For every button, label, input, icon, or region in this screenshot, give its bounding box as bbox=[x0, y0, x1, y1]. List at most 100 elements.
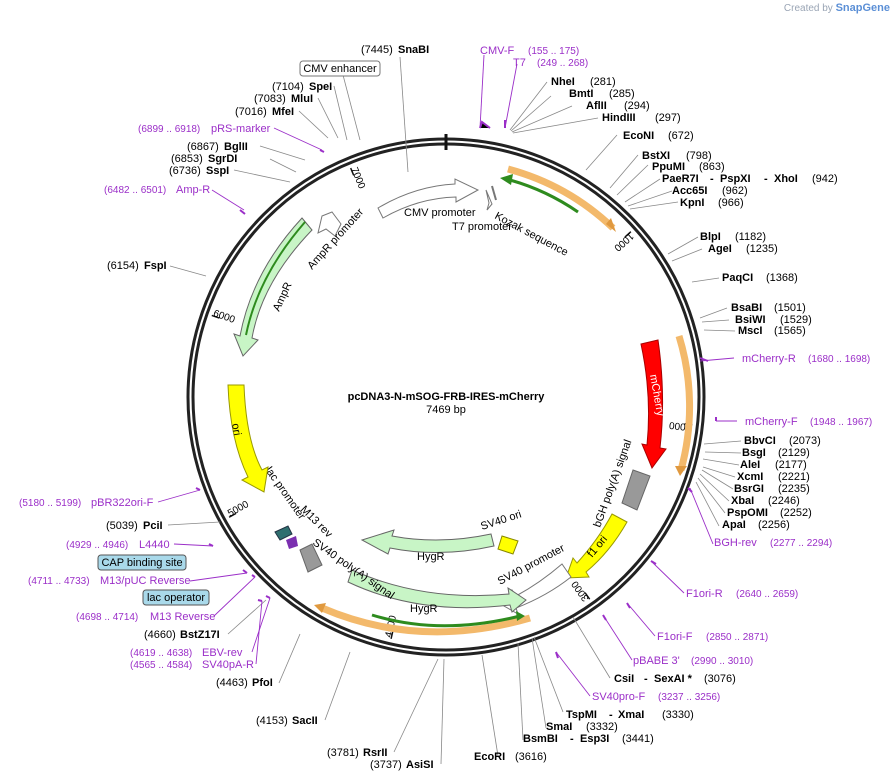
enzyme-xbai[interactable]: XbaI bbox=[731, 495, 754, 507]
primer-l4440[interactable]: L4440 bbox=[139, 539, 170, 551]
enzyme-bsiwi[interactable]: BsiWI bbox=[735, 314, 766, 326]
ampr-label: AmpR bbox=[271, 280, 295, 313]
enzyme-bsmbi[interactable]: BsmBI bbox=[523, 733, 558, 745]
enzyme-pspomi[interactable]: PspOMI bbox=[727, 507, 768, 519]
enzyme-pfoi[interactable]: PfoI bbox=[252, 677, 273, 689]
enzyme-asisi[interactable]: AsiSI bbox=[406, 759, 434, 771]
enzyme-pos-bsrgi: (2235) bbox=[778, 483, 810, 495]
enzyme-apai[interactable]: ApaI bbox=[722, 519, 746, 531]
enzyme-xmai[interactable]: XmaI bbox=[618, 709, 644, 721]
orange-arrow-right bbox=[675, 334, 694, 471]
enzyme-blpi[interactable]: BlpI bbox=[700, 231, 721, 243]
enzyme-pspxi[interactable]: PspXI bbox=[720, 173, 751, 185]
lac-promoter-label: lac promoter bbox=[263, 465, 308, 522]
sv40-ori-box[interactable] bbox=[497, 535, 519, 555]
enzyme-kpni[interactable]: KpnI bbox=[680, 197, 704, 209]
primer-pbabe-3[interactable]: pBABE 3' bbox=[633, 655, 680, 667]
enzyme-sgrdi[interactable]: SgrDI bbox=[208, 153, 237, 165]
f1-ori-arrow[interactable] bbox=[565, 513, 628, 579]
hygr-inner-arrow[interactable] bbox=[360, 529, 495, 555]
plasmid-name: pcDNA3-N-mSOG-FRB-IRES-mCherry bbox=[348, 391, 546, 403]
primer-cmv-f[interactable]: CMV-F bbox=[480, 45, 515, 57]
enzyme-rsrii[interactable]: RsrII bbox=[363, 747, 387, 759]
primer-pos-m13puc-reverse: (4711 .. 4733) bbox=[28, 576, 90, 587]
enzyme-xhoi[interactable]: XhoI bbox=[774, 173, 798, 185]
primer-bgh-rev[interactable]: BGH-rev bbox=[714, 537, 757, 549]
enzyme-esp3i[interactable]: Esp3I bbox=[580, 733, 609, 745]
enzyme-acc65i[interactable]: Acc65I bbox=[672, 185, 707, 197]
enzyme-bbvci[interactable]: BbvCI bbox=[744, 435, 776, 447]
primer-sv40pa-r[interactable]: SV40pA-R bbox=[202, 659, 254, 671]
enzyme-ecori[interactable]: EcoRI bbox=[474, 751, 505, 763]
m13-rev-marker[interactable] bbox=[286, 536, 298, 549]
primer-amp-r[interactable]: Amp-R bbox=[176, 184, 210, 196]
kozak-sequence-marker[interactable] bbox=[491, 185, 497, 201]
primer-m13puc-reverse[interactable]: M13/pUC Reverse bbox=[100, 575, 190, 587]
enzyme-sexai[interactable]: SexAI * bbox=[654, 673, 693, 685]
primer-m13-reverse[interactable]: M13 Reverse bbox=[150, 611, 215, 623]
enzyme-sspi[interactable]: SspI bbox=[206, 165, 229, 177]
hygr-outer-arrow[interactable] bbox=[347, 569, 527, 613]
lac-operator-box[interactable] bbox=[142, 589, 210, 606]
enzyme-hindiii[interactable]: HindIII bbox=[602, 112, 636, 124]
mcherry-arrow[interactable] bbox=[640, 339, 667, 470]
enzyme-econi[interactable]: EcoNI bbox=[623, 130, 654, 142]
enzyme-pcii[interactable]: PciI bbox=[143, 520, 163, 532]
enzyme-bsabi[interactable]: BsaBI bbox=[731, 302, 762, 314]
cap-binding-site-box[interactable] bbox=[97, 554, 187, 571]
enzyme-mfei[interactable]: MfeI bbox=[272, 106, 294, 118]
orange-arrow-bottom bbox=[320, 604, 531, 636]
enzyme-fspi[interactable]: FspI bbox=[144, 260, 167, 272]
enzyme-sacii[interactable]: SacII bbox=[292, 715, 318, 727]
enzyme-alei[interactable]: AleI bbox=[740, 459, 760, 471]
bgh-polya-box[interactable] bbox=[621, 469, 651, 511]
orange-arrow-bottom-head bbox=[314, 603, 326, 613]
ampr-promoter-arrow[interactable] bbox=[317, 211, 342, 237]
enzyme-paer7i[interactable]: PaeR7I bbox=[662, 173, 699, 185]
enzyme-csii[interactable]: CsiI bbox=[614, 673, 634, 685]
enzyme-aflii[interactable]: AflII bbox=[586, 100, 607, 112]
primer-f1ori-r[interactable]: F1ori-R bbox=[686, 588, 723, 600]
enzyme-snabi[interactable]: SnaBI bbox=[398, 44, 429, 56]
enzyme-bsgi[interactable]: BsgI bbox=[742, 447, 766, 459]
primer-pbr322ori-f[interactable]: pBR322ori-F bbox=[91, 497, 154, 509]
enzyme-bmti[interactable]: BmtI bbox=[569, 88, 593, 100]
cmv-enhancer-box[interactable] bbox=[299, 60, 381, 77]
enzyme-nhei[interactable]: NheI bbox=[551, 76, 575, 88]
primer-prs-marker[interactable]: pRS-marker bbox=[211, 123, 271, 135]
enzyme-bsrgi[interactable]: BsrGI bbox=[734, 483, 764, 495]
enzyme-mlui[interactable]: MluI bbox=[291, 93, 313, 105]
primer-t7[interactable]: T7 bbox=[513, 57, 526, 69]
enzyme-bglii[interactable]: BglII bbox=[224, 141, 248, 153]
tick-label: 6000 bbox=[212, 308, 237, 326]
enzyme-pos-blpi: (1182) bbox=[735, 231, 766, 243]
primer-ebv-rev[interactable]: EBV-rev bbox=[202, 647, 243, 659]
lac-promoter-marker[interactable] bbox=[274, 525, 293, 541]
ampr-arrow[interactable] bbox=[233, 217, 313, 357]
enzyme-xcmi[interactable]: XcmI bbox=[737, 471, 763, 483]
enzyme-paqci[interactable]: PaqCI bbox=[722, 272, 753, 284]
ori-arrow[interactable] bbox=[227, 384, 269, 493]
enzyme-agei[interactable]: AgeI bbox=[708, 243, 732, 255]
primer-pos-mcherry-f: (1948 .. 1967) bbox=[810, 417, 872, 428]
enzyme-bstz17i[interactable]: BstZ17I bbox=[180, 629, 220, 641]
enzyme-tspmi[interactable]: TspMI bbox=[566, 709, 597, 721]
cmv-promoter-arrow[interactable] bbox=[377, 178, 480, 219]
enzyme-msci[interactable]: MscI bbox=[738, 325, 762, 337]
enzyme-ppumi[interactable]: PpuMI bbox=[652, 161, 685, 173]
enzyme-smai[interactable]: SmaI bbox=[546, 721, 572, 733]
enzyme-bstxi[interactable]: BstXI bbox=[642, 150, 670, 162]
green-arrow-top-head bbox=[500, 174, 513, 185]
enzyme-pos-msci: (1565) bbox=[774, 325, 806, 337]
primer-f1ori-f[interactable]: F1ori-F bbox=[657, 631, 693, 643]
enzyme-pos-apai: (2256) bbox=[758, 519, 790, 531]
tick-mark bbox=[390, 630, 394, 640]
primer-mcherry-f[interactable]: mCherry-F bbox=[745, 416, 798, 428]
primer-mcherry-r[interactable]: mCherry-R bbox=[742, 353, 796, 365]
sv40-polya-box[interactable] bbox=[299, 543, 323, 573]
primer-sv40pro-f[interactable]: SV40pro-F bbox=[592, 691, 645, 703]
enzyme-spei[interactable]: SpeI bbox=[309, 81, 332, 93]
svg-text:-: - bbox=[644, 673, 648, 685]
primer-pos-sv40pro-f: (3237 .. 3256) bbox=[658, 692, 720, 703]
t7-promoter-arrow[interactable] bbox=[485, 189, 493, 211]
